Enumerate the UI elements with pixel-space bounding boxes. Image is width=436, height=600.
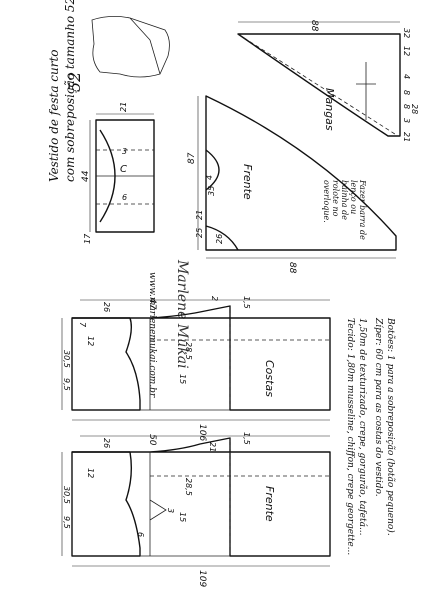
back-label: Costas <box>263 360 276 397</box>
yoke-label-c: C <box>120 164 127 175</box>
sleeve-piece: Mangas 88 32 12 4 8 8 3 21 28 <box>237 20 419 142</box>
overlay-note-3: bainha de <box>340 180 349 220</box>
yoke-piece: C 6 3 21 44 17 <box>81 102 155 244</box>
sleeve-measure-4: 4 <box>402 74 411 79</box>
front-measure-30-5: 30,5 <box>62 486 71 504</box>
sleeve-measure-21: 21 <box>402 132 411 142</box>
sleeve-measure-8b: 8 <box>402 104 411 109</box>
back-measure-28-5: 28,5 <box>184 342 193 360</box>
sleeve-measure-8: 8 <box>402 90 411 95</box>
title-block: Vestido de festa curto com sobreposição … <box>47 0 77 182</box>
sleeve-measure-88: 88 <box>309 20 319 32</box>
fabric-note: Tecido: 1,80m musseline, chiffon, crepe … <box>345 317 396 555</box>
front-measure-21: 21 <box>208 442 217 452</box>
overlay-note-1: Fazer barra de <box>358 179 367 240</box>
back-measure-47: 47 <box>147 298 157 310</box>
signature: Marlene Mukai <box>174 259 190 369</box>
front-measure-28-5: 28,5 <box>184 478 193 496</box>
overlay-measure-25: 25 <box>195 228 204 238</box>
front-measure-3: 3 <box>166 508 175 513</box>
overlay-note-2: lenço ou <box>349 180 358 214</box>
overlay-measure-21: 21 <box>195 210 204 220</box>
front-measure-1-5: 1,5 <box>242 432 251 445</box>
yoke-measure-17: 17 <box>83 233 92 244</box>
fabric-note-1: Tecido: 1,80m musseline, chiffon, crepe … <box>345 318 355 555</box>
back-measure-7: 7 <box>78 322 87 328</box>
back-measure-106: 106 <box>197 424 207 441</box>
overlay-measure-87: 87 <box>187 152 197 164</box>
fabric-note-4: Botões: 1 para a sobreposição (botão peq… <box>385 317 396 536</box>
front-label: Frente <box>263 486 276 522</box>
fabric-note-3: Zíper: 60 cm para as costas do vestido. <box>373 317 384 497</box>
overlay-label: Frente <box>241 164 254 200</box>
fabric-note-2: 1,50m de texturizado, crepe, gorgurão, t… <box>357 318 368 536</box>
front-measure-6: 6 <box>136 532 145 537</box>
back-piece: Costas 26 47 2 1,5 7 30,5 12 9,5 28,5 15… <box>61 296 331 441</box>
front-measure-9-5: 9,5 <box>62 516 71 529</box>
sleeve-label: Mangas <box>323 88 336 131</box>
title-line-1: Vestido de festa curto <box>47 49 61 182</box>
yoke-measure-6: 6 <box>122 193 127 202</box>
back-measure-26: 26 <box>102 302 111 312</box>
yoke-measure-21: 21 <box>119 102 128 112</box>
back-measure-15: 15 <box>178 374 187 384</box>
yoke-measure-3: 3 <box>122 147 127 156</box>
back-measure-12: 12 <box>86 336 95 346</box>
front-measure-109: 109 <box>197 570 207 587</box>
front-measure-15: 15 <box>178 512 187 522</box>
sleeve-measure-32: 32 <box>402 28 411 38</box>
back-measure-1-5: 1,5 <box>242 296 251 309</box>
front-piece: Frente 26 50 1,5 30,5 9,5 28,5 15 21 3 1… <box>61 432 331 587</box>
fabric-scrap-edge <box>129 17 161 75</box>
title-line-2: com sobreposição tamanho 52 <box>63 0 77 182</box>
back-measure-2: 2 <box>210 296 219 301</box>
front-measure-50: 50 <box>147 434 157 446</box>
front-measure-26: 26 <box>102 438 111 448</box>
back-measure-9-5: 9,5 <box>62 378 71 391</box>
overlay-measure-88: 88 <box>287 262 297 274</box>
overlay-note: Fazer barra de lenço ou bainha de rolote… <box>322 179 367 240</box>
front-measure-12: 12 <box>86 468 95 478</box>
sleeve-measure-3: 3 <box>402 118 411 123</box>
overlay-measure-26: 26 <box>215 234 224 244</box>
sleeve-measure-12: 12 <box>402 46 411 56</box>
overlay-note-4: rolote no <box>331 180 340 217</box>
sleeve-measure-28: 28 <box>410 104 419 114</box>
yoke-measure-44: 44 <box>81 170 91 182</box>
back-measure-30-5: 30,5 <box>62 350 71 368</box>
size-number: 52 <box>65 72 84 92</box>
overlay-measure-35: 35 <box>207 186 216 196</box>
website-url: www.marlenemukai.com.br <box>147 272 157 398</box>
overlay-piece: Frente 87 88 21 35 25 26 4 Fazer barra d… <box>187 95 397 274</box>
overlay-measure-4: 4 <box>205 175 214 180</box>
overlay-note-5: overloque. <box>322 180 331 223</box>
